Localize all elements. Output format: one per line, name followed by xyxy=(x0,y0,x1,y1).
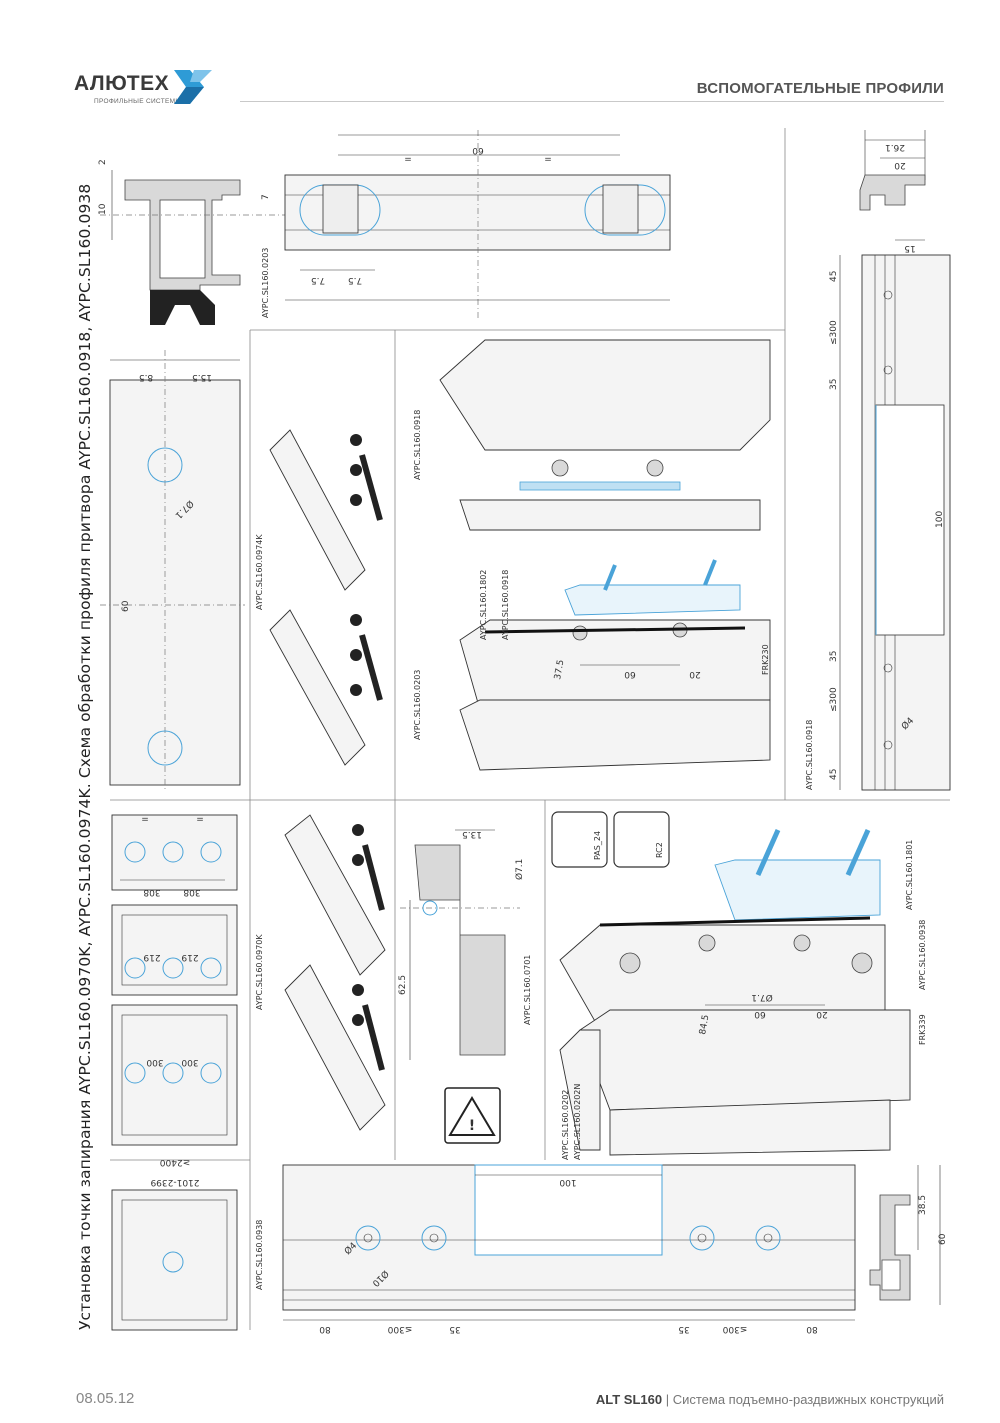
svg-text:=: = xyxy=(141,815,149,825)
brand-subtitle: ПРОФИЛЬНЫЕ СИСТЕМЫ xyxy=(94,98,182,105)
svg-text:37.5: 37.5 xyxy=(553,659,566,680)
svg-text:=: = xyxy=(544,155,552,165)
profile-section-top: 2 10 xyxy=(98,159,300,325)
svg-text:300: 300 xyxy=(181,1057,198,1067)
svg-text:100: 100 xyxy=(935,511,945,528)
svg-text:Ø7.1: Ø7.1 xyxy=(514,859,525,880)
svg-text:35: 35 xyxy=(829,651,839,662)
section-frames xyxy=(110,128,950,1330)
svg-text:7: 7 xyxy=(261,194,271,200)
svg-text:FRK230: FRK230 xyxy=(761,644,770,675)
header-divider xyxy=(240,101,944,102)
svg-text:80: 80 xyxy=(806,1324,818,1334)
footer-date: 08.05.12 xyxy=(76,1390,135,1407)
svg-text:38.5: 38.5 xyxy=(918,1195,928,1215)
svg-text:!: ! xyxy=(469,1118,475,1134)
svg-text:AYPC.SL160.0974K: AYPC.SL160.0974K xyxy=(255,534,264,610)
drilling-plate-left: 8.5 15.5 Ø7.1 60 xyxy=(100,350,245,790)
svg-text:AYPC.SL160.0938: AYPC.SL160.0938 xyxy=(255,1220,264,1290)
svg-text:≥2400: ≥2400 xyxy=(160,1157,191,1167)
svg-text:60: 60 xyxy=(472,145,484,155)
svg-text:≤300: ≤300 xyxy=(829,687,839,712)
assembly-lower: AYPC.SL160.1801 AYPC.SL160.0938 FRK339 A… xyxy=(559,828,927,1160)
svg-text:AYPC.SL160.1801: AYPC.SL160.1801 xyxy=(905,840,914,910)
svg-text:15: 15 xyxy=(904,243,915,253)
lock-parts-0970k: AYPC.SL160.0970K xyxy=(255,814,386,1131)
svg-text:35: 35 xyxy=(449,1324,460,1334)
svg-text:45: 45 xyxy=(829,271,839,282)
svg-text:20: 20 xyxy=(689,669,701,679)
svg-text:AYPC.SL160.0202N: AYPC.SL160.0202N xyxy=(573,1084,582,1160)
svg-text:AYPC.SL160.0970K: AYPC.SL160.0970K xyxy=(255,934,264,1010)
svg-text:60: 60 xyxy=(121,600,131,612)
svg-text:20: 20 xyxy=(894,160,906,170)
svg-text:2101-2399: 2101-2399 xyxy=(150,1177,199,1187)
svg-text:2: 2 xyxy=(98,159,108,165)
svg-text:8.5: 8.5 xyxy=(139,372,153,382)
svg-text:26.1: 26.1 xyxy=(885,142,905,152)
svg-text:300: 300 xyxy=(146,1057,163,1067)
svg-text:308: 308 xyxy=(183,887,200,897)
right-profile-strip: 45 ≤300 35 100 35 ≤300 Ø4 45 AYPC.SL160.… xyxy=(805,254,951,791)
svg-text:PAS_24: PAS_24 xyxy=(593,831,602,860)
svg-text:60: 60 xyxy=(938,1233,948,1245)
svg-text:60: 60 xyxy=(754,1009,766,1019)
svg-text:15.5: 15.5 xyxy=(192,372,212,382)
footer-separator: | xyxy=(662,1392,673,1407)
svg-text:≤300: ≤300 xyxy=(829,320,839,345)
svg-text:=: = xyxy=(196,815,204,825)
brand-mark-icon xyxy=(174,70,212,104)
svg-text:62.5: 62.5 xyxy=(398,975,408,995)
svg-text:60: 60 xyxy=(624,669,636,679)
svg-text:=: = xyxy=(404,155,412,165)
top-plan-view: 60 = = 7 7.5 7.5 AYPC.SL160.0203 xyxy=(261,130,671,320)
svg-text:308: 308 xyxy=(143,887,160,897)
footer-description: Система подъемно-раздвижных конструкций xyxy=(672,1392,944,1407)
top-right-section: 26.1 20 15 xyxy=(859,130,926,253)
svg-text:AYPC.SL160.0203: AYPC.SL160.0203 xyxy=(413,670,422,740)
svg-text:13.5: 13.5 xyxy=(462,829,482,839)
svg-text:AYPC.SL160.1802: AYPC.SL160.1802 xyxy=(479,570,488,640)
svg-text:RC2: RC2 xyxy=(655,842,664,858)
svg-text:AYPC.SL160.0918: AYPC.SL160.0918 xyxy=(805,720,814,790)
plan-views-left: = = 308 308 219 219 300 300 ≥2400 2101-2… xyxy=(111,814,238,1331)
svg-text:AYPC.SL160.0918: AYPC.SL160.0918 xyxy=(501,570,510,640)
svg-text:80: 80 xyxy=(319,1324,331,1334)
footer-system: ALT SL160 | Система подъемно-раздвижных … xyxy=(596,1392,944,1407)
security-badges: PAS_24 RC2 xyxy=(551,811,670,868)
svg-text:AYPC.SL160.0701: AYPC.SL160.0701 xyxy=(523,955,532,1025)
svg-text:FRK339: FRK339 xyxy=(918,1014,927,1045)
svg-text:219: 219 xyxy=(181,952,198,962)
svg-text:45: 45 xyxy=(829,769,839,780)
svg-text:AYPC.SL160.0918: AYPC.SL160.0918 xyxy=(413,410,422,480)
svg-text:84.5: 84.5 xyxy=(698,1014,711,1035)
page-title: ВСПОМОГАТЕЛЬНЫЕ ПРОФИЛИ xyxy=(696,80,944,97)
svg-text:7.5: 7.5 xyxy=(311,275,325,285)
svg-text:≤300: ≤300 xyxy=(722,1324,747,1334)
lock-parts-0974k: AYPC.SL160.0974K xyxy=(255,429,383,766)
bottom-profile-0938: 100 Ø4 Ø10 80 ≤300 35 35 ≤300 80 AYPC.SL… xyxy=(255,1164,856,1334)
svg-text:AYPC.SL160.0202: AYPC.SL160.0202 xyxy=(561,1090,570,1160)
assembly-upper: AYPC.SL160.0918 AYPC.SL160.1802 AYPC.SL1… xyxy=(413,339,771,771)
svg-text:35: 35 xyxy=(678,1324,689,1334)
svg-text:100: 100 xyxy=(559,1177,576,1187)
svg-text:AYPC.SL160.0938: AYPC.SL160.0938 xyxy=(918,920,927,990)
section-0701: 13.5 Ø7.1 62.5 AYPC.SL160.0701 ! xyxy=(398,829,532,1144)
brand-name: АЛЮТЕХ xyxy=(74,72,170,95)
bottom-right-section: 38.5 60 xyxy=(869,1165,948,1305)
svg-text:10: 10 xyxy=(98,203,108,215)
svg-text:7.5: 7.5 xyxy=(348,275,362,285)
svg-text:AYPC.SL160.0203: AYPC.SL160.0203 xyxy=(261,248,270,318)
svg-text:20: 20 xyxy=(816,1009,828,1019)
svg-text:219: 219 xyxy=(143,952,160,962)
brand-logo: АЛЮТЕХ ПРОФИЛЬНЫЕ СИСТЕМЫ xyxy=(74,68,224,108)
footer-series: ALT SL160 xyxy=(595,1392,663,1407)
svg-text:35: 35 xyxy=(829,379,839,390)
svg-text:Ø7.1: Ø7.1 xyxy=(751,992,772,1003)
svg-text:≤300: ≤300 xyxy=(387,1324,412,1334)
